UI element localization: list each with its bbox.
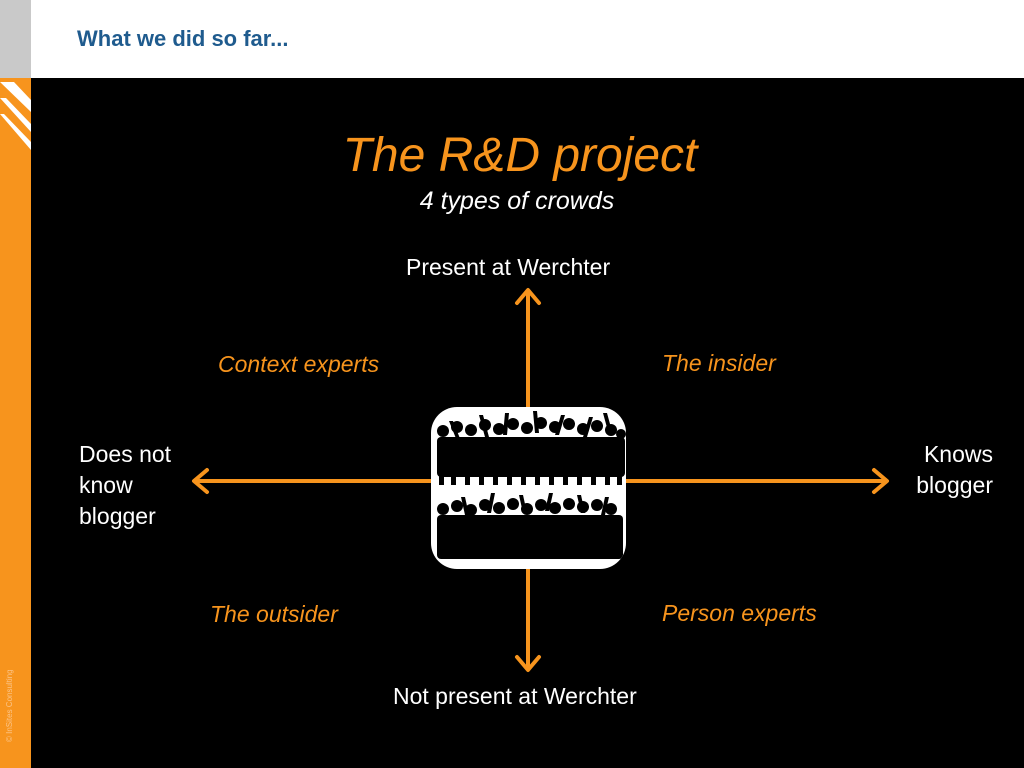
sidebar-top-block — [0, 0, 31, 78]
quadrant-label-bottom-right: Person experts — [662, 600, 817, 626]
axis-label-left-line1: Does not — [79, 441, 172, 467]
page-title: What we did so far... — [77, 26, 289, 51]
quadrant-label-top-right: The insider — [662, 350, 776, 376]
quadrant-label-top-left: Context experts — [218, 351, 380, 377]
arrowhead-down-icon — [515, 655, 541, 672]
axis-label-right-line1: Knows — [923, 441, 993, 467]
stripes-decoration-icon — [0, 82, 31, 150]
crowd-silhouettes-icon — [431, 407, 626, 569]
quadrant-label-bottom-left: The outsider — [210, 601, 338, 627]
axis-label-bottom: Not present at Werchter — [393, 683, 637, 709]
slide-title: The R&D project — [342, 129, 698, 182]
sidebar-strip: © InSites Consulting — [0, 0, 31, 768]
arrowhead-left-icon — [192, 468, 209, 494]
axis-label-right-line2: blogger — [916, 472, 993, 498]
axis-label-left-line3: blogger — [79, 503, 156, 529]
axis-label-right: Knows blogger — [916, 439, 993, 501]
arrowhead-up-icon — [515, 288, 541, 305]
axis-label-left: Does not know blogger — [79, 439, 171, 532]
axis-label-top: Present at Werchter — [406, 254, 611, 280]
arrowhead-right-icon — [872, 468, 889, 494]
axis-label-left-line2: know — [79, 472, 133, 498]
slide-subtitle: 4 types of crowds — [419, 187, 615, 215]
